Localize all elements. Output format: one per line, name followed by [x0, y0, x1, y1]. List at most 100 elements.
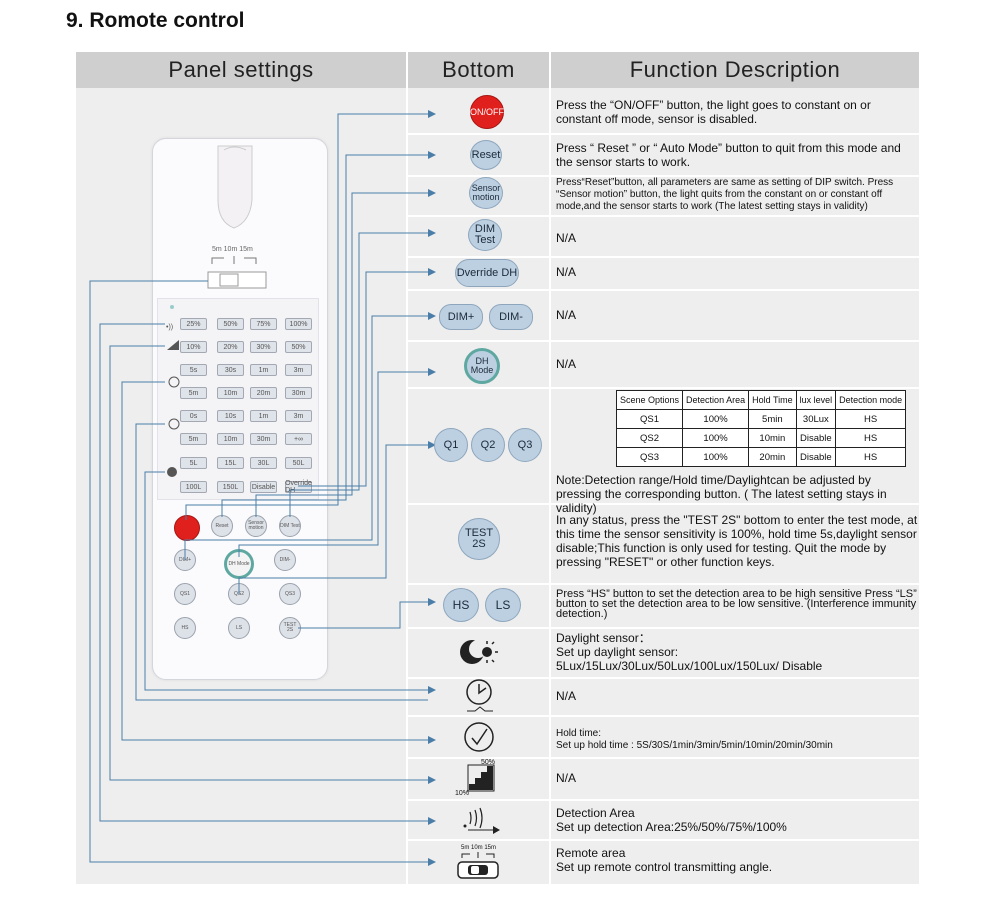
- desc-hs-ls: Press “HS” button to set the detection a…: [556, 588, 917, 620]
- remote-key[interactable]: 50%: [217, 318, 244, 330]
- column-divider: [549, 52, 551, 884]
- onoff-button[interactable]: ON/OFF: [470, 95, 504, 129]
- sensor-motion-button[interactable]: Sensor motion: [469, 177, 503, 209]
- remote-key[interactable]: 20m: [250, 387, 277, 399]
- remote-key[interactable]: 0s: [180, 410, 207, 422]
- remote-key[interactable]: 30m: [250, 433, 277, 445]
- q1-button[interactable]: Q1: [434, 428, 468, 462]
- remote-key[interactable]: 100L: [180, 481, 207, 493]
- remote-key[interactable]: 50%: [285, 341, 312, 353]
- remote-key[interactable]: 20%: [217, 341, 244, 353]
- remote-round-button[interactable]: QS1: [174, 583, 196, 605]
- desc-area-title: Detection Area: [556, 806, 635, 820]
- detection-area-icon: [463, 807, 500, 834]
- remote-key[interactable]: 30L: [250, 457, 277, 469]
- remote-key[interactable]: 150L: [217, 481, 244, 493]
- header-bottom: Bottom: [408, 52, 549, 88]
- remote-round-button[interactable]: DIM-: [274, 549, 296, 571]
- table-cell: HS: [835, 428, 907, 448]
- remote-key[interactable]: 30s: [217, 364, 244, 376]
- reset-button[interactable]: Reset: [470, 140, 502, 170]
- dim-test-button[interactable]: DIM Test: [468, 219, 502, 251]
- q3-button[interactable]: Q3: [508, 428, 542, 462]
- desc-remote-title: Remote area: [556, 846, 626, 860]
- header-panel-settings: Panel settings: [76, 52, 406, 88]
- hs-button[interactable]: HS: [443, 588, 479, 622]
- remote-round-button[interactable]: HS: [174, 617, 196, 639]
- row-divider: [407, 387, 919, 389]
- desc-clock: N/A: [556, 689, 577, 703]
- table-cell: HS: [835, 409, 907, 429]
- scene-col-header: Detection mode: [835, 390, 907, 410]
- daylight-icon: [460, 640, 498, 664]
- remote-key[interactable]: 5m: [180, 433, 207, 445]
- dh-mode-button[interactable]: DH Mode: [464, 348, 500, 384]
- clock-icon: [466, 679, 493, 712]
- desc-daylight-title: Daylight sensor：: [556, 631, 651, 645]
- remote-area-icon: [457, 852, 499, 879]
- row-divider: [407, 715, 919, 717]
- remote-key[interactable]: 30%: [250, 341, 277, 353]
- table-cell: 5min: [748, 409, 797, 429]
- stair-bottom-label: 10%: [455, 790, 470, 797]
- remote-round-button[interactable]: LS: [228, 617, 250, 639]
- remote-key[interactable]: Disable: [250, 481, 277, 493]
- remote-key[interactable]: 10m: [217, 387, 244, 399]
- remote-key[interactable]: 50L: [285, 457, 312, 469]
- row-divider: [407, 175, 919, 177]
- table-cell: Disable: [795, 447, 837, 467]
- row-divider: [407, 256, 919, 258]
- remote-key[interactable]: 75%: [250, 318, 277, 330]
- override-dh-button[interactable]: Dverride DH: [455, 259, 519, 287]
- remote-key[interactable]: 5L: [180, 457, 207, 469]
- remote-key[interactable]: 100%: [285, 318, 312, 330]
- scene-col-header: Scene Options: [615, 390, 684, 410]
- remote-key[interactable]: 1m: [250, 364, 277, 376]
- scene-col-header: Hold Time: [748, 390, 797, 410]
- remote-key[interactable]: 10s: [217, 410, 244, 422]
- remote-key[interactable]: 25%: [180, 318, 207, 330]
- desc-sensor-motion: Press“Reset”button, all parameters are s…: [556, 177, 894, 212]
- dim-minus-button[interactable]: DIM-: [489, 304, 533, 330]
- remote-key[interactable]: 15L: [217, 457, 244, 469]
- table-cell: 30Lux: [795, 409, 837, 429]
- remote-key[interactable]: +∞: [285, 433, 312, 445]
- row-divider: [407, 503, 919, 505]
- test-2s-button[interactable]: TEST 2S: [458, 518, 500, 560]
- row-divider: [407, 340, 919, 342]
- remote-key[interactable]: 5s: [180, 364, 207, 376]
- stair-icon: [467, 764, 495, 792]
- desc-stair: N/A: [556, 771, 577, 785]
- q2-button[interactable]: Q2: [471, 428, 505, 462]
- scene-col-header: lux level: [795, 390, 837, 410]
- table-row: QS2 100% 10min Disable HS: [615, 428, 907, 448]
- table-row: QS3 100% 20min Disable HS: [615, 447, 907, 467]
- ls-button[interactable]: LS: [485, 588, 521, 622]
- table-cell: QS2: [615, 428, 684, 448]
- remote-round-button[interactable]: QS3: [279, 583, 301, 605]
- table-cell: 20min: [748, 447, 797, 467]
- row-divider: [407, 215, 919, 217]
- remote-key[interactable]: 3m: [285, 364, 312, 376]
- remote-key[interactable]: 10m: [217, 433, 244, 445]
- remote-key[interactable]: 30m: [285, 387, 312, 399]
- desc-onoff: Press the “ON/OFF” button, the light goe…: [556, 98, 871, 126]
- table-cell: 100%: [682, 428, 750, 448]
- row-divider: [407, 133, 919, 135]
- desc-daylight-setup: Set up daylight sensor:: [556, 645, 679, 659]
- dim-plus-button[interactable]: DIM+: [439, 304, 483, 330]
- table-cell: Disable: [795, 428, 837, 448]
- desc-remote-values: Set up remote control transmitting angle…: [556, 860, 773, 874]
- remote-key[interactable]: 5m: [180, 387, 207, 399]
- desc-reset: Press “ Reset ” or “ Auto Mode” button t…: [556, 141, 901, 169]
- remote-key[interactable]: 1m: [250, 410, 277, 422]
- table-cell: HS: [835, 447, 907, 467]
- row-divider: [407, 583, 919, 585]
- remote-key[interactable]: 10%: [180, 341, 207, 353]
- desc-dh-mode: N/A: [556, 357, 577, 371]
- remote-key[interactable]: 3m: [285, 410, 312, 422]
- table-row: QS1 100% 5min 30Lux HS: [615, 409, 907, 429]
